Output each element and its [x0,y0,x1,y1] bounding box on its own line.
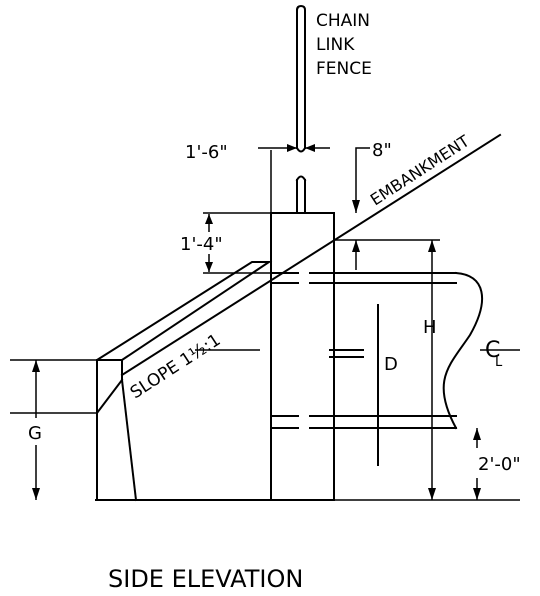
g-label: G [28,423,42,444]
headwall [270,212,335,501]
dim-1-6 [258,144,330,213]
dim-label-1-6: 1'-6" [185,142,228,163]
dim-2-0 [334,428,520,501]
fence-label-line1: CHAIN [316,11,370,31]
dim-8 [352,147,370,213]
dim-g [10,359,97,500]
dim-h [334,239,440,500]
fence-label-line3: FENCE [316,59,372,79]
diameter-label: D [384,354,398,375]
dim-label-1-4: 1'-4" [180,234,223,255]
dim-label-2-0: 2'-0" [478,454,521,475]
dim-label-8: 8" [372,140,392,161]
fence-label-line2: LINK [316,35,355,55]
drawing-title: SIDE ELEVATION [108,565,303,593]
dim-1-4 [203,212,271,274]
fence-post [295,4,307,214]
centerline-label: C [485,338,500,363]
wing-wall [95,261,335,502]
height-label: H [423,317,437,338]
pipe [271,271,484,466]
centerline-mark [10,349,520,414]
embankment-line [120,133,502,377]
centerline-sub-label: L [495,355,503,370]
